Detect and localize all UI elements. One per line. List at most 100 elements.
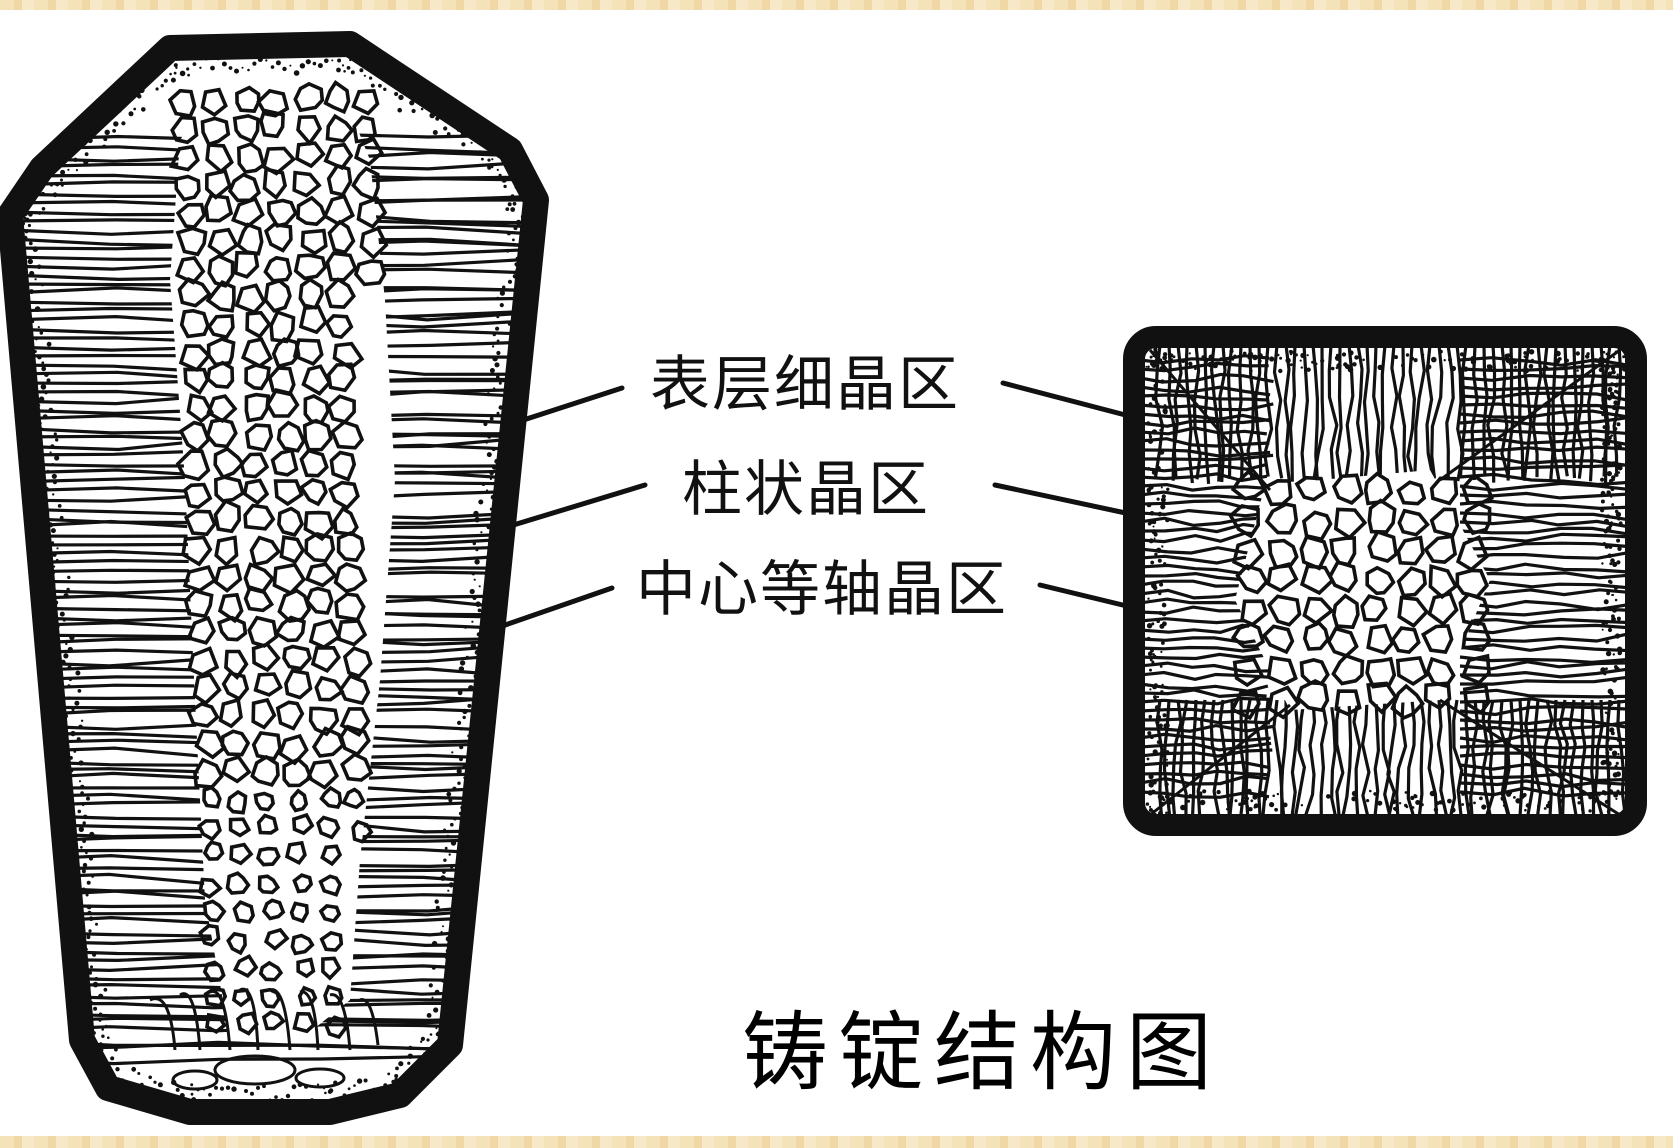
cross-columnar-line [1590, 699, 1596, 819]
fine-grain-dot [175, 1087, 180, 1092]
fine-grain-dot [489, 507, 493, 511]
cross-columnar-line [1463, 699, 1471, 815]
cross-fine-grain-dot [1440, 800, 1446, 805]
fine-grain-dot [133, 107, 137, 111]
leader-lines [482, 380, 1138, 635]
equiaxed-grain [298, 304, 328, 335]
cross-fine-grain-dot [1241, 799, 1247, 805]
fine-grain-dot [238, 1099, 242, 1104]
fine-grain-dot [128, 111, 134, 117]
cross-columnar-line [1139, 748, 1273, 758]
cross-columnar-line [1459, 660, 1628, 671]
cross-fine-grain-dot [1246, 805, 1250, 808]
fine-grain-dot [21, 253, 27, 259]
fine-grain-dot [86, 948, 88, 951]
fine-grain-dot [68, 678, 72, 682]
fine-grain-dot [38, 396, 45, 402]
fine-grain-dot [28, 212, 33, 217]
fine-grain-dot [139, 87, 145, 94]
cross-fine-grain-dot [1153, 532, 1158, 537]
equiaxed-grain [359, 226, 389, 260]
equiaxed-grain [351, 89, 380, 116]
cross-fine-grain-dot [1601, 621, 1606, 626]
cross-fine-grain-dot [1160, 486, 1163, 489]
cross-fine-grain-dot [1615, 344, 1618, 348]
equiaxed-grain [258, 960, 284, 982]
cross-columnar-line [1378, 344, 1387, 484]
cross-equiaxed-grain [1294, 475, 1328, 502]
fine-grain-dot [458, 697, 462, 701]
equiaxed-grain [263, 222, 293, 253]
fine-grain-dot [518, 245, 522, 249]
fine-grain-dot [221, 61, 227, 67]
fine-grain-dot [262, 1084, 266, 1089]
fine-grain-dot [363, 1078, 368, 1083]
fine-grain-dot [163, 1091, 166, 1094]
cross-fine-grain-dot [1269, 356, 1275, 362]
cross-fine-grain-dot [1147, 365, 1150, 369]
equiaxed-grain [256, 88, 290, 118]
cross-fine-grain-dot [1614, 383, 1619, 388]
cross-fine-grain-dot [1377, 364, 1383, 371]
cross-columnar-line [1553, 699, 1566, 818]
equiaxed-grain [356, 196, 388, 229]
cross-fine-grain-dot [1592, 799, 1597, 804]
fine-grain-dot [81, 887, 86, 892]
fine-grain-dot [34, 278, 37, 281]
cross-equiaxed-grain [1460, 653, 1491, 685]
fine-grain-dot [458, 666, 465, 672]
cross-fine-grain-dot [1616, 422, 1621, 427]
fine-grain-dot [490, 494, 496, 500]
equiaxed-grain [351, 819, 374, 844]
fine-grain-dot [420, 1040, 423, 1043]
cross-columnar-line [1139, 531, 1274, 544]
cross-fine-grain-dot [1148, 402, 1153, 406]
cross-fine-grain-dot [1609, 391, 1615, 397]
cross-fine-grain-dot [1601, 388, 1607, 394]
cross-columnar-line [1459, 532, 1634, 543]
cross-fine-grain-dot [1152, 520, 1157, 525]
equiaxed-grain [275, 700, 305, 731]
fine-grain-dot [495, 326, 500, 331]
cross-fine-grain-dot [1279, 356, 1283, 360]
fine-grain-dot [470, 643, 477, 649]
cross-fine-grain-dot [1149, 658, 1153, 662]
cross-columnar-line [1171, 699, 1183, 821]
fine-grain-dot [192, 62, 197, 66]
cross-columnar-line [1352, 699, 1362, 815]
cross-fine-grain-dot [1531, 358, 1534, 362]
equiaxed-grain [296, 957, 316, 979]
cross-fine-grain-dot [1607, 371, 1613, 376]
equiaxed-grain [282, 757, 313, 788]
cross-equiaxed-grain [1423, 534, 1458, 564]
fine-grain-dot [472, 541, 476, 546]
cross-fine-grain-dot [1607, 395, 1612, 401]
fine-grain-dot [114, 1047, 118, 1052]
fine-grain-dot [82, 803, 85, 807]
cross-fine-grain-dot [1166, 487, 1170, 491]
equiaxed-grain [244, 363, 272, 391]
cross-fine-grain-dot [1616, 373, 1619, 376]
fine-grain-dot [496, 168, 499, 171]
fine-grain-dot [491, 345, 495, 348]
fine-grain-dot [80, 719, 84, 722]
fine-grain-dot [496, 411, 500, 415]
fine-grain-dot [225, 1085, 231, 1090]
fine-grain-dot [104, 129, 110, 135]
fine-grain-dot [449, 918, 455, 924]
cross-columnar-line [1227, 699, 1236, 822]
equiaxed-grain [244, 423, 274, 453]
fine-grain-dot [304, 1084, 308, 1089]
equiaxed-grain [296, 195, 328, 227]
equiaxed-grain [175, 226, 208, 257]
equiaxed-grain [308, 618, 342, 650]
fine-grain-dot [462, 764, 466, 767]
cross-fine-grain-dot [1369, 789, 1372, 793]
fine-grain-dot [460, 805, 464, 810]
cross-fine-grain-dot [1157, 794, 1163, 800]
equiaxed-grain [340, 752, 374, 782]
fine-grain-dot [514, 262, 519, 267]
equiaxed-grain [228, 817, 252, 838]
fine-grain-dot [353, 1084, 356, 1087]
fine-grain-dot [179, 70, 186, 77]
